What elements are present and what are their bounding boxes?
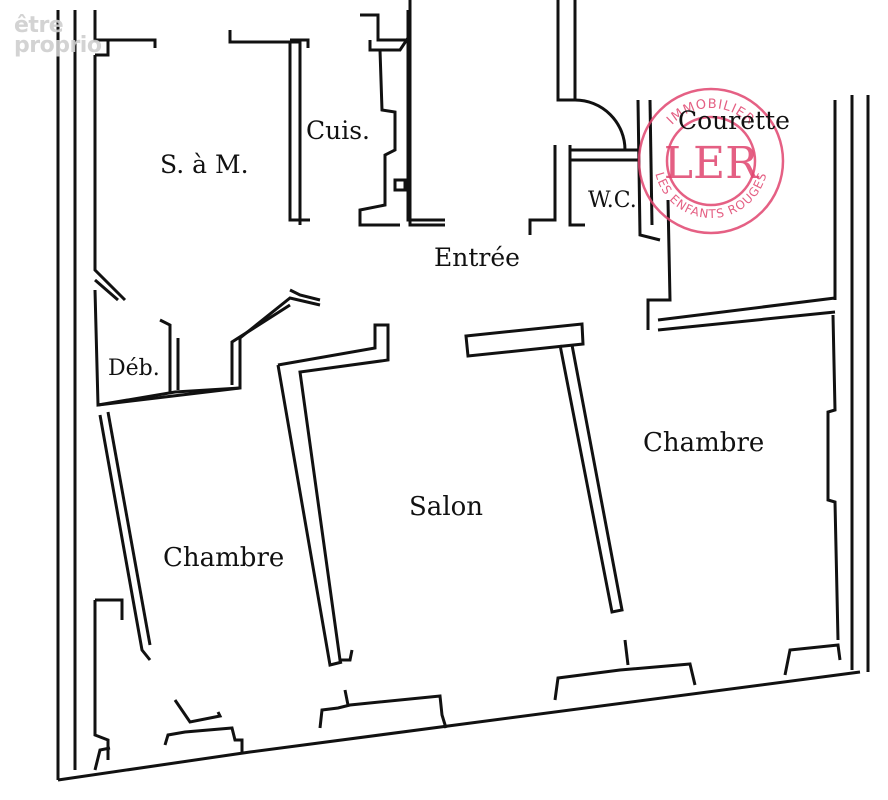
watermark-line-2: proprio [14,33,102,58]
watermark-logo: être proprio [14,13,102,58]
room-label-salon: Salon [409,492,484,522]
stamp-monogram: LER [664,138,760,189]
outer-wall-left [56,10,77,780]
walls-cuisine [358,0,445,227]
room-label-debarras: Déb. [108,356,160,381]
room-label-sam: S. à M. [160,150,249,179]
agency-stamp: IMMOBILIER LES ENFANTS ROUGES LER [637,87,785,235]
room-label-chambre-right: Chambre [643,428,765,458]
walls-sam [93,10,321,407]
room-label-wc: W.C. [588,188,637,213]
room-label-entree: Entrée [434,243,520,272]
watermark-line-1: être [14,13,64,38]
outer-wall-bottom [57,598,861,782]
walls-interior [97,322,624,667]
outer-wall-right [826,95,870,672]
room-label-courette: Courette [678,106,790,135]
room-label-chambre-left: Chambre [163,543,285,573]
walls-wc [528,0,836,332]
room-label-cuisine: Cuis. [306,116,371,145]
